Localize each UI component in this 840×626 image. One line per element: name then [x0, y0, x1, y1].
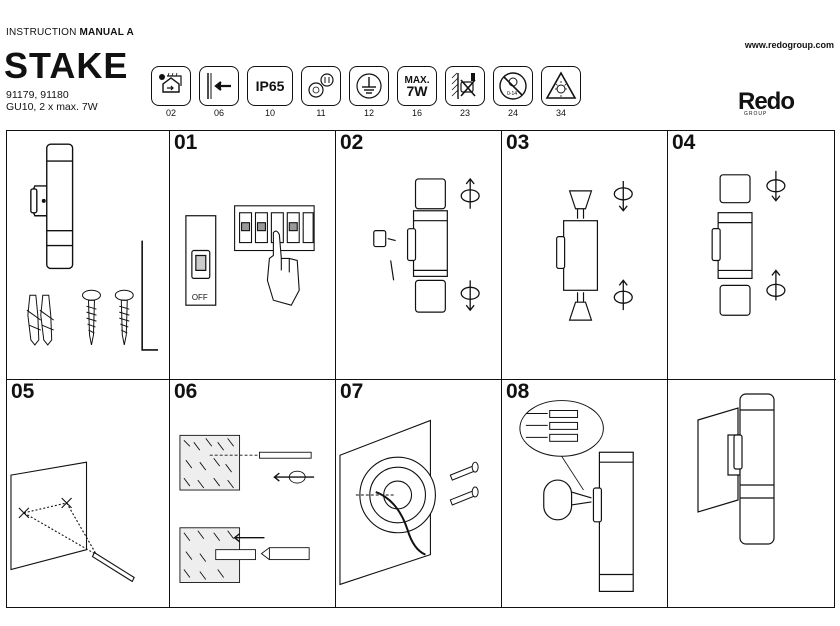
- lamp-reassembly-icon: [711, 174, 753, 316]
- lamp-disassembly-icon: [373, 178, 448, 313]
- wall-marking-icon: [10, 461, 135, 583]
- step-number: 08: [506, 380, 530, 403]
- step-04-panel: 04: [668, 131, 836, 380]
- step-06-panel: 06: [170, 380, 336, 607]
- led-bulb-icon: [301, 66, 341, 106]
- wall-plugs-icon: [26, 294, 55, 346]
- subtitle-prefix: INSTRUCTION: [6, 27, 80, 38]
- step-number: 01: [174, 131, 198, 154]
- mounted-lamp-icon: [697, 393, 775, 545]
- brand-logo-sub: GROUP: [744, 111, 768, 117]
- product-title: STAKE: [4, 45, 129, 86]
- rotate-arrows-icon: [766, 170, 786, 301]
- icon-label-11: 11: [316, 108, 326, 118]
- hex-key-icon: [141, 240, 159, 351]
- ip65-icon: IP65: [247, 66, 293, 106]
- step-01-panel: 01 OFF: [170, 131, 336, 380]
- outdoor-indoor-icon: [151, 66, 191, 106]
- mounting-plate-icon: [339, 419, 436, 586]
- max-wattage-icon: MAX.7W: [397, 66, 437, 106]
- ip65-text: IP65: [255, 78, 285, 94]
- rotate-arrows-icon: [460, 177, 480, 312]
- step-number: 05: [11, 380, 35, 403]
- screws-icon: [449, 461, 479, 506]
- hand-icon: [266, 230, 300, 306]
- step-final-panel: [668, 380, 836, 607]
- icon-label-16: 16: [411, 108, 422, 118]
- step-number: 03: [506, 131, 530, 154]
- ground-icon: [349, 66, 389, 106]
- off-label: OFF: [192, 293, 208, 302]
- bulb-replacement-icon: [556, 190, 599, 321]
- lamp-illustration: [30, 143, 74, 270]
- product-codes-line1: 91179, 91180: [6, 89, 69, 101]
- icon-label-12: 12: [363, 108, 374, 118]
- plug-insertion-icon: [179, 527, 310, 583]
- step-parts-panel: [7, 131, 170, 380]
- icon-label-34: 34: [555, 108, 566, 118]
- rotate-arrows-icon: [613, 180, 633, 311]
- max-text: MAX.: [404, 75, 430, 86]
- no-insulation-icon: [445, 66, 485, 106]
- step-number: 06: [174, 380, 198, 403]
- wall-distance-icon: [199, 66, 239, 106]
- wattage-text: 7W: [406, 83, 428, 99]
- icon-label-02: 02: [165, 108, 176, 118]
- breaker-switch-icon: OFF: [185, 215, 217, 306]
- product-codes: 91179, 91180 GU10, 2 x max. 7W: [6, 89, 98, 113]
- no-child-icon: 0-14: [493, 66, 533, 106]
- screws-icon: [82, 289, 134, 346]
- product-codes-line2: GU10, 2 x max. 7W: [6, 101, 98, 113]
- step-07-panel: 07: [336, 380, 502, 607]
- icon-label-06: 06: [213, 108, 224, 118]
- child-age-text: 0-14: [507, 91, 517, 97]
- website-url[interactable]: www.redogroup.com: [744, 40, 834, 50]
- step-number: 02: [340, 131, 364, 154]
- step-02-panel: 02: [336, 131, 502, 380]
- lamp-connection-icon: [543, 451, 634, 593]
- hot-surface-icon: [541, 66, 581, 106]
- fuse-panel-icon: [234, 205, 315, 252]
- step-05-panel: 05: [7, 380, 170, 607]
- icon-label-10: 10: [264, 108, 275, 118]
- subtitle-bold: MANUAL A: [79, 27, 134, 38]
- step-08-panel: 08: [502, 380, 668, 607]
- step-03-panel: 03: [502, 131, 668, 380]
- drilling-icon: [179, 434, 315, 491]
- brand-logo: Redo: [738, 88, 795, 115]
- steps-grid: 01 OFF: [6, 130, 836, 608]
- manual-subtitle: INSTRUCTION MANUAL A: [6, 27, 134, 38]
- icon-label-24: 24: [507, 108, 518, 118]
- step-number: 04: [672, 131, 696, 154]
- icon-label-23: 23: [459, 108, 470, 118]
- step-number: 07: [340, 380, 364, 403]
- wiring-detail-icon: [519, 400, 604, 491]
